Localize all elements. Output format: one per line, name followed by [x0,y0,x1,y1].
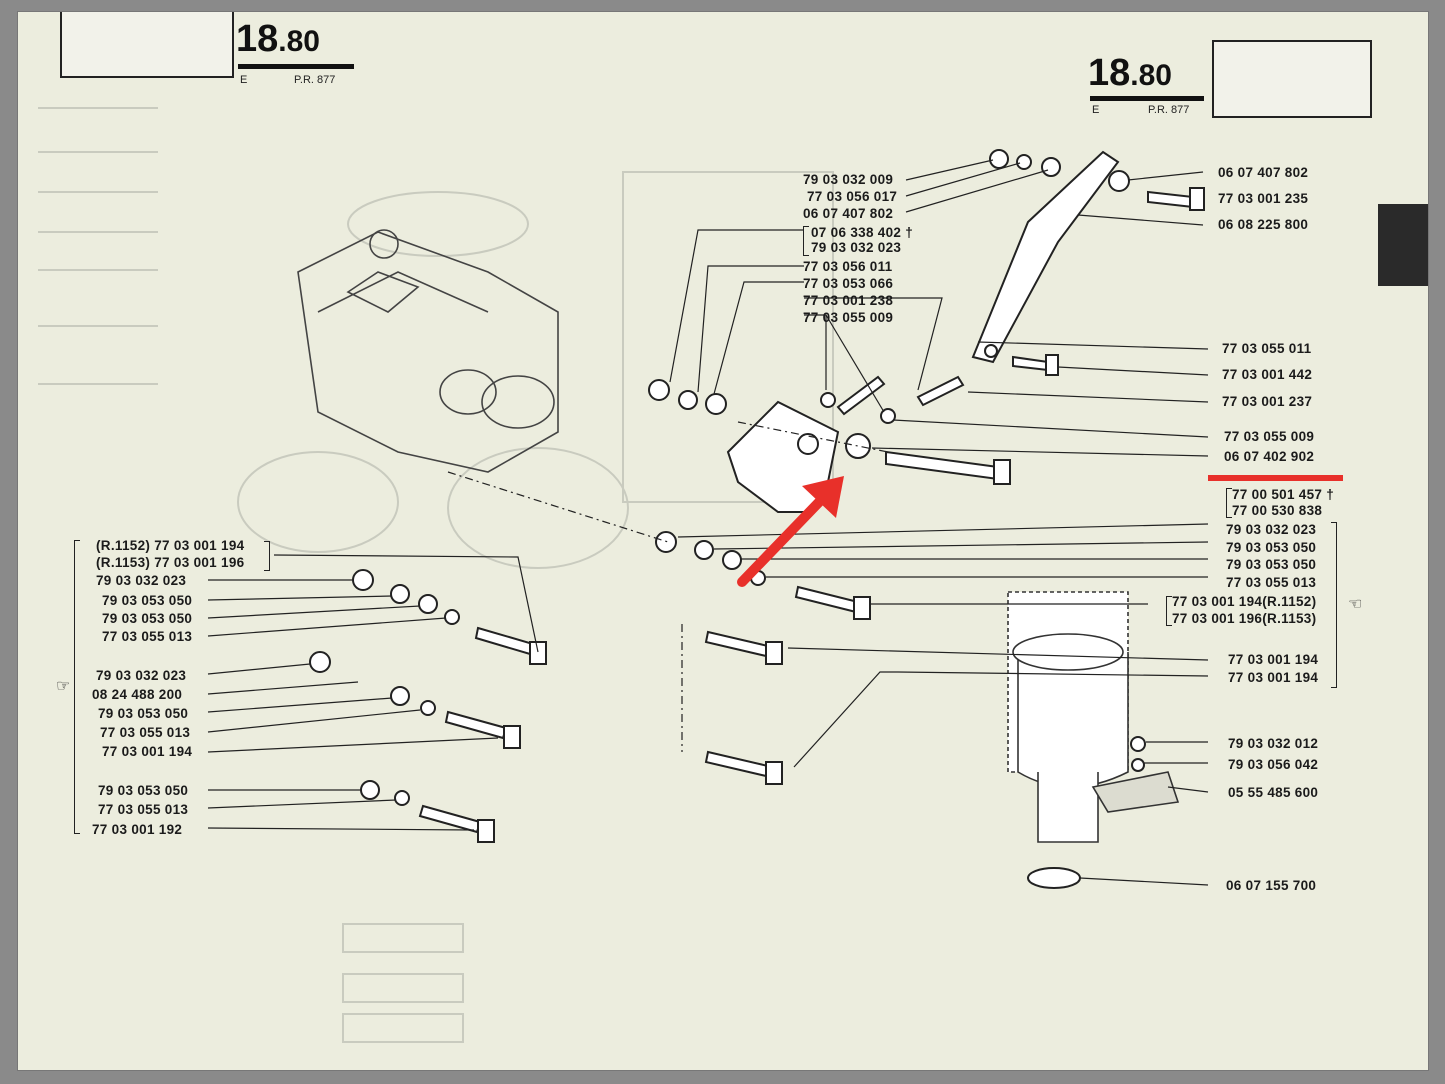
part-number: 77 03 001 196(R.1153) [1172,611,1317,626]
part-number: 05 55 485 600 [1228,785,1319,800]
bolts [418,187,1205,843]
part-number: 79 03 053 050 [98,706,189,721]
part-number: 77 00 501 457 † [1232,487,1335,502]
part-number: 06 07 407 802 [1218,165,1309,180]
leader-lines [207,159,1209,886]
part-number: 79 03 053 050 [1226,540,1317,555]
part-number: 77 03 001 194 [102,744,193,759]
part-number: 77 03 001 194 [1228,670,1319,685]
part-number: 79 03 053 050 [1226,557,1317,572]
highlight-arrow [737,476,844,587]
part-number: 77 03 055 009 [803,310,894,325]
part-number: 77 03 055 009 [1224,429,1315,444]
part-number: 79 03 053 050 [102,593,193,608]
bracket-brace [264,541,270,571]
part-number: 77 03 001 238 [803,293,894,308]
axis-lines [447,421,889,752]
part-number: 77 03 001 235 [1218,191,1309,206]
bracket-brace [1166,596,1172,626]
header-letter-left: E [240,74,248,86]
page-edge-tab [1378,204,1428,286]
pointing-hand-icon: ☜ [1348,596,1363,613]
exploded-diagram [38,107,1343,1043]
part-number: 79 03 053 050 [102,611,193,626]
part-number: 77 03 001 194(R.1152) [1172,594,1317,609]
part-number: 79 03 056 042 [1228,757,1319,772]
part-number: 77 03 056 011 [803,259,893,274]
header-thumbnail-left [60,12,234,78]
part-number: 77 03 001 194 [1228,652,1319,667]
section-number-left: 18.80 [236,18,320,60]
part-number: 06 08 225 800 [1218,217,1309,232]
part-number: 77 03 053 066 [803,276,894,291]
bracket-brace [74,540,80,834]
part-number: 06 07 407 802 [803,206,894,221]
part-number: 77 00 530 838 [1232,503,1323,518]
header-rule-right [1090,96,1204,101]
part-number-highlighted: 06 07 402 902 [1224,449,1315,464]
header-ref-left: P.R. 877 [294,74,336,86]
faded-background-drawing [38,107,834,1043]
part-number: 79 03 032 023 [1226,522,1317,537]
header-thumbnail-right [1212,40,1372,118]
part-number: 77 03 055 013 [98,802,189,817]
part-number: 08 24 488 200 [92,687,183,702]
part-number: (R.1153) 77 03 001 196 [96,555,245,570]
distributor-drawing [1007,591,1180,843]
part-number: 06 07 155 700 [1226,878,1317,893]
part-number: 79 03 032 023 [811,240,902,255]
part-number: 79 03 053 050 [98,783,189,798]
bracket-brace [1331,522,1337,688]
part-number: 77 03 001 192 [92,822,183,837]
header-rule-left [238,64,354,69]
part-number: 77 03 055 011 [1222,341,1312,356]
part-number: (R.1152) 77 03 001 194 [96,538,245,553]
part-number: 77 03 055 013 [100,725,191,740]
part-number: 79 03 032 009 [803,172,894,187]
bracket-brace [803,226,809,256]
part-number: 79 03 032 023 [96,668,187,683]
part-number: 07 06 338 402 † [811,225,914,240]
part-number: 77 03 001 442 [1222,367,1313,382]
engine-block-drawing [297,229,559,473]
pointing-hand-icon: ☞ [56,678,71,695]
part-number: 77 03 055 013 [1226,575,1317,590]
part-number: 77 03 056 017 [807,189,898,204]
part-number: 79 03 032 012 [1228,736,1319,751]
part-number: 79 03 032 023 [96,573,187,588]
catalog-page: 18.80 E P.R. 877 18.80 E P.R. 877 [18,12,1428,1070]
part-number: 77 03 001 237 [1222,394,1313,409]
small-parts [309,149,1146,889]
part-number: 77 03 055 013 [102,629,193,644]
bracket-brace [1226,488,1232,518]
header-letter-right: E [1092,104,1100,116]
section-number-right: 18.80 [1088,52,1172,94]
adjusting-strap [971,150,1120,364]
header-ref-right: P.R. 877 [1148,104,1190,116]
